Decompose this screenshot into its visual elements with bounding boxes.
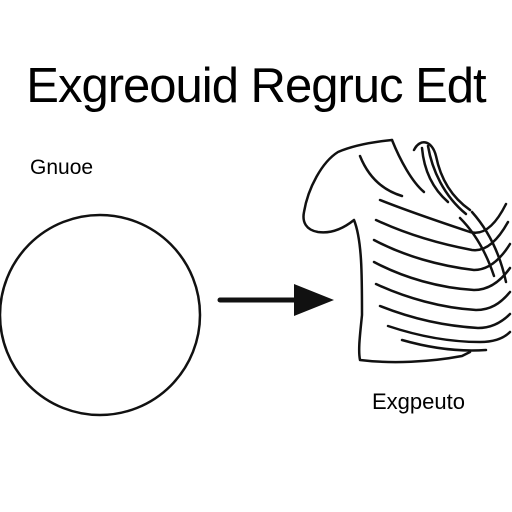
circle-shape xyxy=(0,213,202,417)
diagram-title: Exgreouid Regruc Edt xyxy=(26,59,486,113)
right-label: Exgpeuto xyxy=(372,389,465,414)
shirt-drape-drawing xyxy=(302,138,512,364)
left-label: Gnuoe xyxy=(30,156,94,179)
arrow-right-icon xyxy=(217,284,334,316)
